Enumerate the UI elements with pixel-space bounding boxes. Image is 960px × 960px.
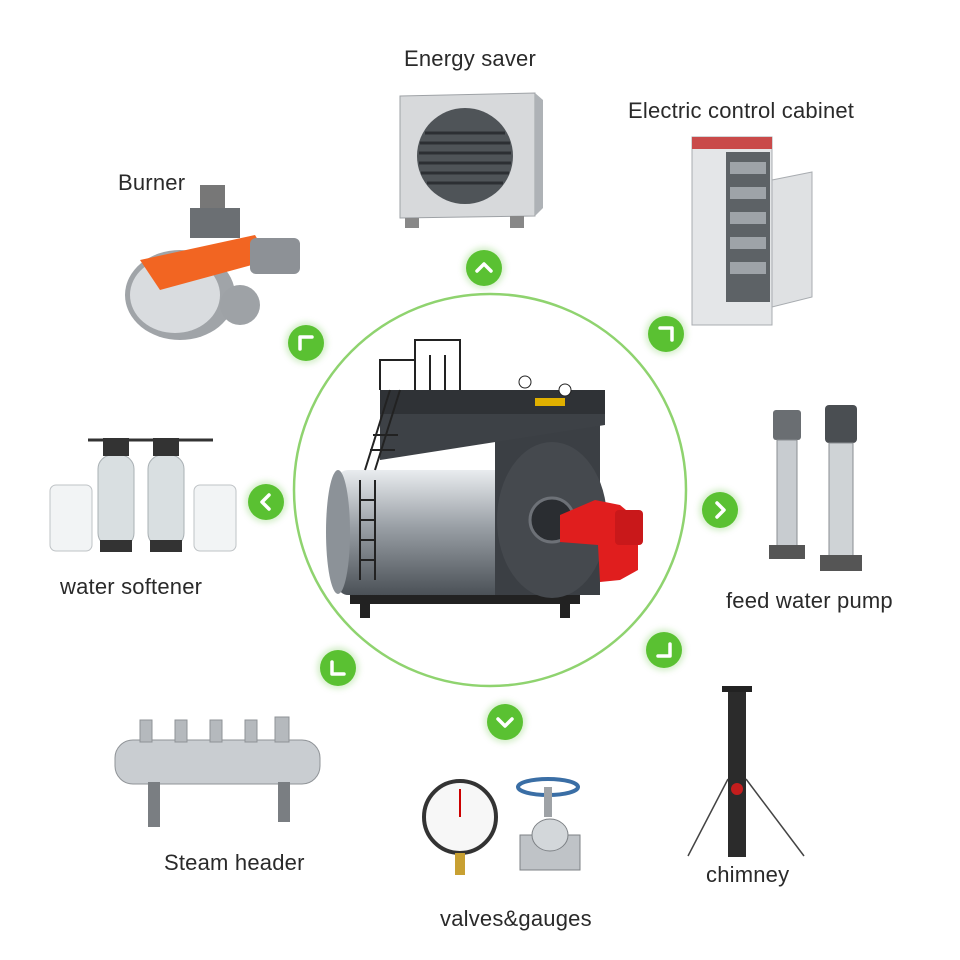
corner-arrow-icon — [656, 642, 672, 658]
energy-saver-image — [399, 92, 543, 228]
arrow-energy-saver — [466, 250, 502, 286]
arrow-steam-header — [320, 650, 356, 686]
corner-arrow-icon — [658, 326, 674, 342]
steam-header-label: Steam header — [164, 850, 305, 875]
corner-arrow-icon — [298, 335, 314, 351]
feed-water-pump-image — [769, 405, 862, 571]
burner-label: Burner — [118, 170, 186, 195]
electric-control-cabinet-image — [691, 136, 813, 326]
electric-control-cabinet-label: Electric control cabinet — [628, 98, 855, 123]
steam-header-image — [114, 716, 321, 827]
steam-boiler-image — [326, 339, 643, 618]
arrow-chimney — [646, 632, 682, 668]
chevron-down-icon — [496, 717, 514, 728]
chevron-up-icon — [475, 262, 493, 273]
arrow-valves-gauges — [487, 704, 523, 740]
feed-water-pump-label: feed water pump — [726, 588, 893, 613]
energy-saver-label: Energy saver — [404, 46, 537, 71]
valves-gauges-image — [422, 777, 581, 875]
chevron-right-icon — [715, 501, 726, 519]
arrow-burner — [288, 325, 324, 361]
water-softener-image — [49, 438, 237, 552]
burner-image — [125, 185, 300, 340]
arrow-electric-control-cabinet — [648, 316, 684, 352]
arrow-water-softener — [248, 484, 284, 520]
chimney-label: chimney — [706, 862, 790, 887]
chevron-left-icon — [260, 493, 271, 511]
chimney-image — [687, 686, 805, 857]
valves-gauges-label: valves&gauges — [440, 906, 592, 931]
arrow-feed-water-pump — [702, 492, 738, 528]
corner-arrow-icon — [330, 660, 346, 676]
water-softener-label: water softener — [60, 574, 203, 599]
